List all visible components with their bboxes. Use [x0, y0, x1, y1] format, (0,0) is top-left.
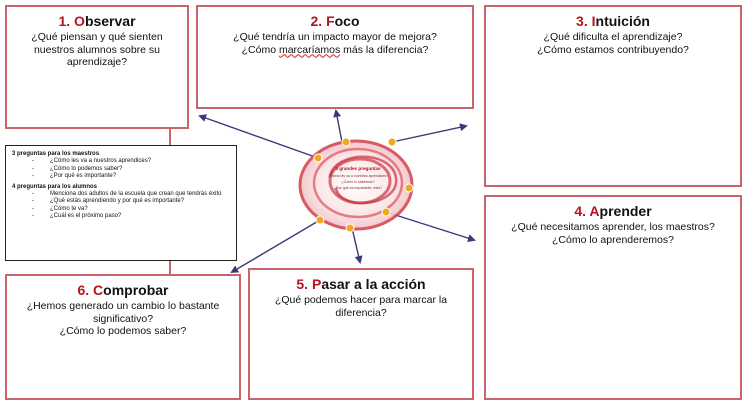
list-item: Menciona dos adultos de la escuela que c… — [32, 191, 230, 199]
node-dot — [341, 137, 351, 147]
node-dot — [315, 215, 325, 225]
list-item: ¿Por qué es importante? — [32, 173, 230, 181]
center-line-2: ¿Cómo lo sabemos? — [341, 180, 374, 184]
arrow-to-observar — [198, 114, 319, 159]
box-accion: 5. Pasar a la acción ¿Qué podemos hacer … — [248, 268, 474, 400]
arrow-to-accion — [351, 227, 363, 264]
box-accion-title: 5. Pasar a la acción — [296, 276, 426, 292]
box-foco: 2. Foco ¿Qué tendría un impacto mayor de… — [196, 5, 474, 109]
center-line-3: ¿Por qué es importante, esto? — [334, 186, 382, 190]
node-dot — [345, 223, 355, 233]
list-item: ¿Cómo les va a nuestros aprendices? — [32, 158, 230, 166]
node-dot — [404, 183, 414, 193]
students-heading: 4 preguntas para los alumnos — [12, 183, 98, 190]
questions-box: 3 preguntas para los maestros ¿Cómo les … — [5, 145, 237, 261]
teachers-list: ¿Cómo les va a nuestros aprendices? ¿Cóm… — [12, 158, 230, 181]
connector-line-lower — [169, 261, 171, 274]
box-aprender-title: 4. Aprender — [574, 203, 652, 219]
list-item: ¿Qué estás aprendiendo y por qué es impo… — [32, 198, 230, 206]
arrow-to-foco — [333, 109, 343, 143]
box-comprobar-title: 6. Comprobar — [77, 282, 169, 298]
box-aprender: 4. Aprender ¿Qué necesitamos aprender, l… — [484, 195, 742, 400]
arrow-to-comprobar — [230, 219, 321, 274]
node-dot — [387, 137, 397, 147]
box-aprender-text: ¿Qué necesitamos aprender, los maestros?… — [511, 221, 715, 246]
box-foco-text: ¿Qué tendría un impacto mayor de mejora?… — [233, 31, 437, 56]
box-intuicion-text: ¿Qué dificulta el aprendizaje? ¿Cómo est… — [537, 31, 689, 56]
target-swirl-ring — [312, 147, 404, 219]
center-title: 3 grandes preguntas — [335, 166, 381, 171]
connector-line — [169, 129, 171, 145]
arrow-to-intuicion — [391, 123, 468, 143]
box-observar-title: 1. Observar — [58, 13, 136, 29]
list-item: ¿Cómo te va? — [32, 206, 230, 214]
box-observar: 1. Observar ¿Qué piensan y qué sienten n… — [5, 5, 189, 129]
box-comprobar: 6. Comprobar ¿Hemos generado un cambio l… — [5, 274, 241, 400]
box-intuicion-title: 3. Intuición — [576, 13, 650, 29]
arrow-to-aprender — [385, 211, 476, 242]
target-swirl-curl — [328, 155, 398, 205]
box-comprobar-text: ¿Hemos generado un cambio lo bastante si… — [26, 300, 220, 337]
students-list: Menciona dos adultos de la escuela que c… — [12, 191, 230, 221]
box-foco-title: 2. Foco — [310, 13, 360, 29]
teachers-heading: 3 preguntas para los maestros — [12, 151, 100, 157]
list-item: ¿Cómo lo podemos saber? — [32, 166, 230, 174]
box-observar-text: ¿Qué piensan y qué sienten nuestros alum… — [31, 31, 163, 68]
box-accion-text: ¿Qué podemos hacer para marcar la difere… — [274, 294, 448, 319]
node-dot — [313, 153, 323, 163]
list-item: ¿Cuál es el próximo paso? — [32, 213, 230, 221]
node-dot — [381, 207, 391, 217]
box-intuicion: 3. Intuición ¿Qué dificulta el aprendiza… — [484, 5, 742, 187]
center-line-1: ¿Cómo les va a nuestros aprendices? — [328, 174, 389, 178]
